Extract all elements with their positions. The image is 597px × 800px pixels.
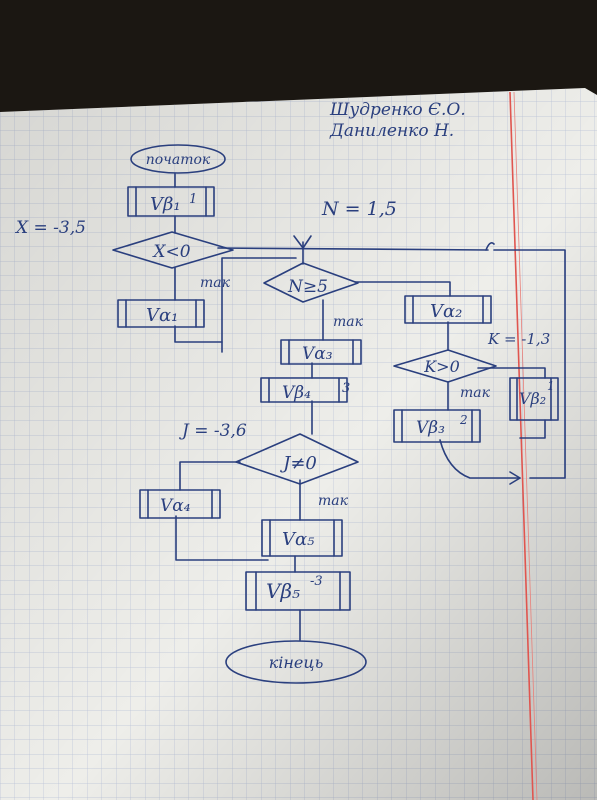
box-vb3-label: Vβ₃ [416,418,445,438]
assign-k: K = -1,3 [487,330,550,348]
decision-j-yes: так [318,493,349,509]
decision-k-label: K>0 [423,357,460,376]
paper-shading [0,88,597,800]
box-vb2-label: Vβ₂ [519,389,546,408]
assign-n: N = 1,5 [321,198,397,220]
decision-n-yes: так [333,314,364,330]
box-vb3-sup: 2 [459,413,468,427]
process-box-vb4 [260,377,348,403]
decision-n [263,262,359,303]
box-vb1-label: Vβ₁ [150,194,181,215]
decision-j-label: J≠0 [279,453,317,474]
box-va3-label: Vα₃ [302,344,333,364]
box-vb1-sup: 1 [189,192,197,207]
box-vb5-sup: -3 [310,574,323,589]
process-box-vb1 [127,186,215,217]
process-box-va4 [139,489,221,519]
author-2: Даниленко Н. [329,121,454,141]
box-va4-label: Vα₄ [160,496,191,516]
decision-k-yes: так [460,385,491,401]
decision-x [112,231,234,269]
process-box-va5 [261,519,343,557]
author-1: Шудренко Є.О. [329,100,466,120]
decision-x-label: X<0 [151,242,190,262]
decision-n-label: N≥5 [287,277,328,297]
end-label: кінець [269,653,324,672]
box-va5-label: Vα₅ [282,529,314,550]
connectors [174,173,566,641]
process-box-vb2 [509,377,559,421]
process-box-va3 [280,339,362,365]
process-box-vb3 [393,409,481,443]
end-oval [225,640,367,684]
box-vb2-sup: 1 [547,379,555,393]
process-box-vb5 [245,571,351,611]
decision-k [393,349,497,383]
box-va1-label: Vα₁ [146,305,178,326]
assign-j: J = -3,6 [179,421,247,441]
box-vb4-label: Vβ₄ [282,383,311,403]
process-box-va1 [117,299,205,328]
box-va2-label: Vα₂ [430,301,462,322]
box-vb5-label: Vβ₅ [266,579,300,603]
margin-line-2 [513,91,538,800]
assign-x: X = -3,5 [14,218,86,238]
start-label: початок [146,152,211,168]
process-box-va2 [404,295,492,324]
margin-line [509,91,534,800]
box-vb4-sup: 3 [342,381,350,396]
decision-j [235,433,359,485]
decision-x-yes: так [200,275,231,291]
start-oval [130,144,226,174]
